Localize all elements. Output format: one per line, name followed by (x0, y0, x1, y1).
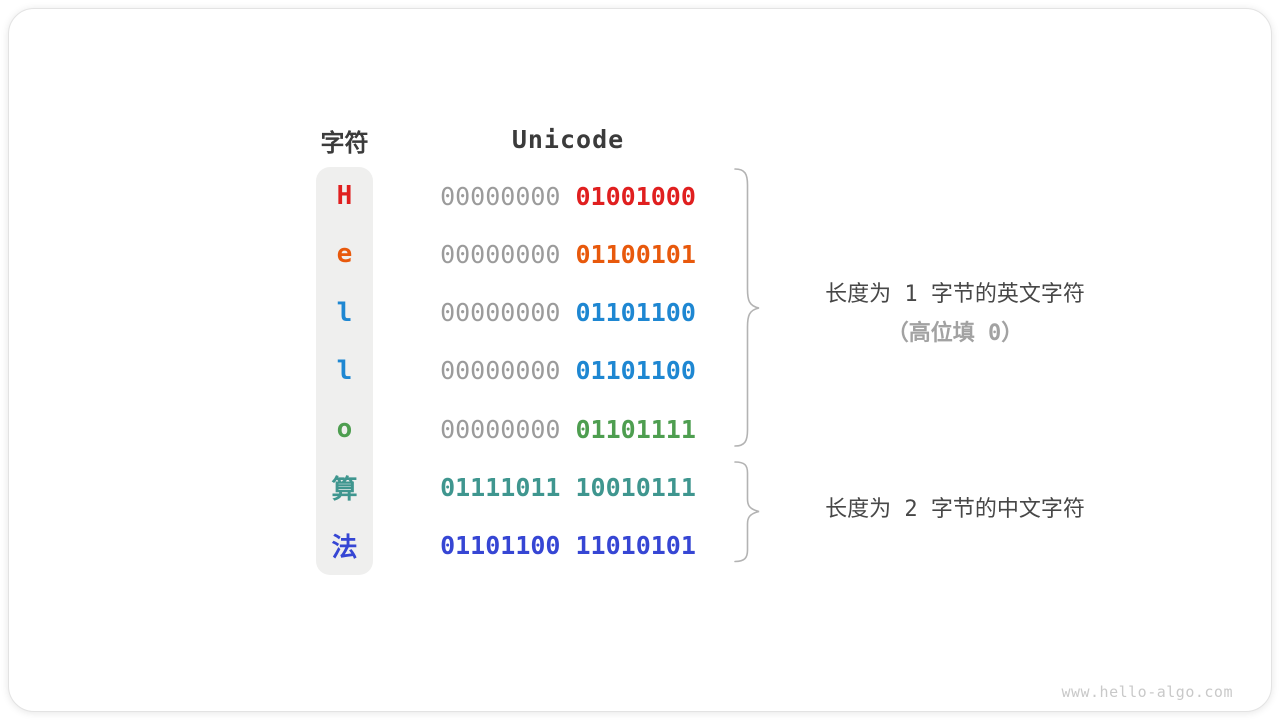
char-cell: 法 (331, 533, 358, 564)
unicode-binary-row: 00000000 01100101 (429, 225, 707, 283)
high-byte: 01111011 (440, 473, 561, 503)
unicode-binary-row: 01101100 11010101 (429, 517, 707, 575)
low-byte: 01100101 (575, 239, 696, 269)
high-byte: 01101100 (440, 531, 561, 561)
high-byte: 00000000 (440, 181, 561, 211)
char-cell: e (336, 239, 353, 270)
diagram-card: 字符 Unicode H e l l o 算 法 00000000 010010… (8, 8, 1272, 712)
low-byte: 01101111 (575, 414, 696, 444)
unicode-column-header: Unicode (511, 124, 625, 154)
unicode-column: 00000000 01001000 00000000 01100101 0000… (429, 167, 707, 575)
char-cell: H (336, 181, 353, 212)
char-cell: l (336, 297, 353, 328)
annotation-ascii-line2: （高位填 0） (886, 321, 1024, 346)
char-column: H e l l o 算 法 (316, 167, 373, 575)
high-byte: 00000000 (440, 356, 561, 386)
low-byte: 11010101 (575, 531, 696, 561)
high-byte: 00000000 (440, 414, 561, 444)
annotation-ascii-line1: 长度为 1 字节的英文字符 (825, 282, 1085, 307)
unicode-binary-row: 01111011 10010111 (429, 458, 707, 516)
high-byte: 00000000 (440, 298, 561, 328)
char-column-header: 字符 (320, 128, 369, 157)
char-cell: 算 (331, 475, 358, 506)
annotation-cjk-group: 长度为 2 字节的中文字符 (785, 490, 1125, 529)
unicode-binary-row: 00000000 01101100 (429, 342, 707, 400)
low-byte: 01101100 (575, 356, 696, 386)
low-byte: 10010111 (575, 473, 696, 503)
watermark: www.hello-algo.com (1061, 683, 1233, 701)
annotation-cjk-line1: 长度为 2 字节的中文字符 (825, 497, 1085, 522)
unicode-binary-row: 00000000 01101100 (429, 284, 707, 342)
brace-1-byte-group (732, 167, 762, 448)
unicode-binary-row: 00000000 01001000 (429, 167, 707, 225)
char-cell: o (336, 414, 353, 445)
brace-2-byte-group (732, 460, 762, 564)
low-byte: 01001000 (575, 181, 696, 211)
unicode-binary-row: 00000000 01101111 (429, 400, 707, 458)
char-cell: l (336, 355, 353, 386)
low-byte: 01101100 (575, 298, 696, 328)
annotation-ascii-group: 长度为 1 字节的英文字符 （高位填 0） (785, 275, 1125, 353)
high-byte: 00000000 (440, 239, 561, 269)
